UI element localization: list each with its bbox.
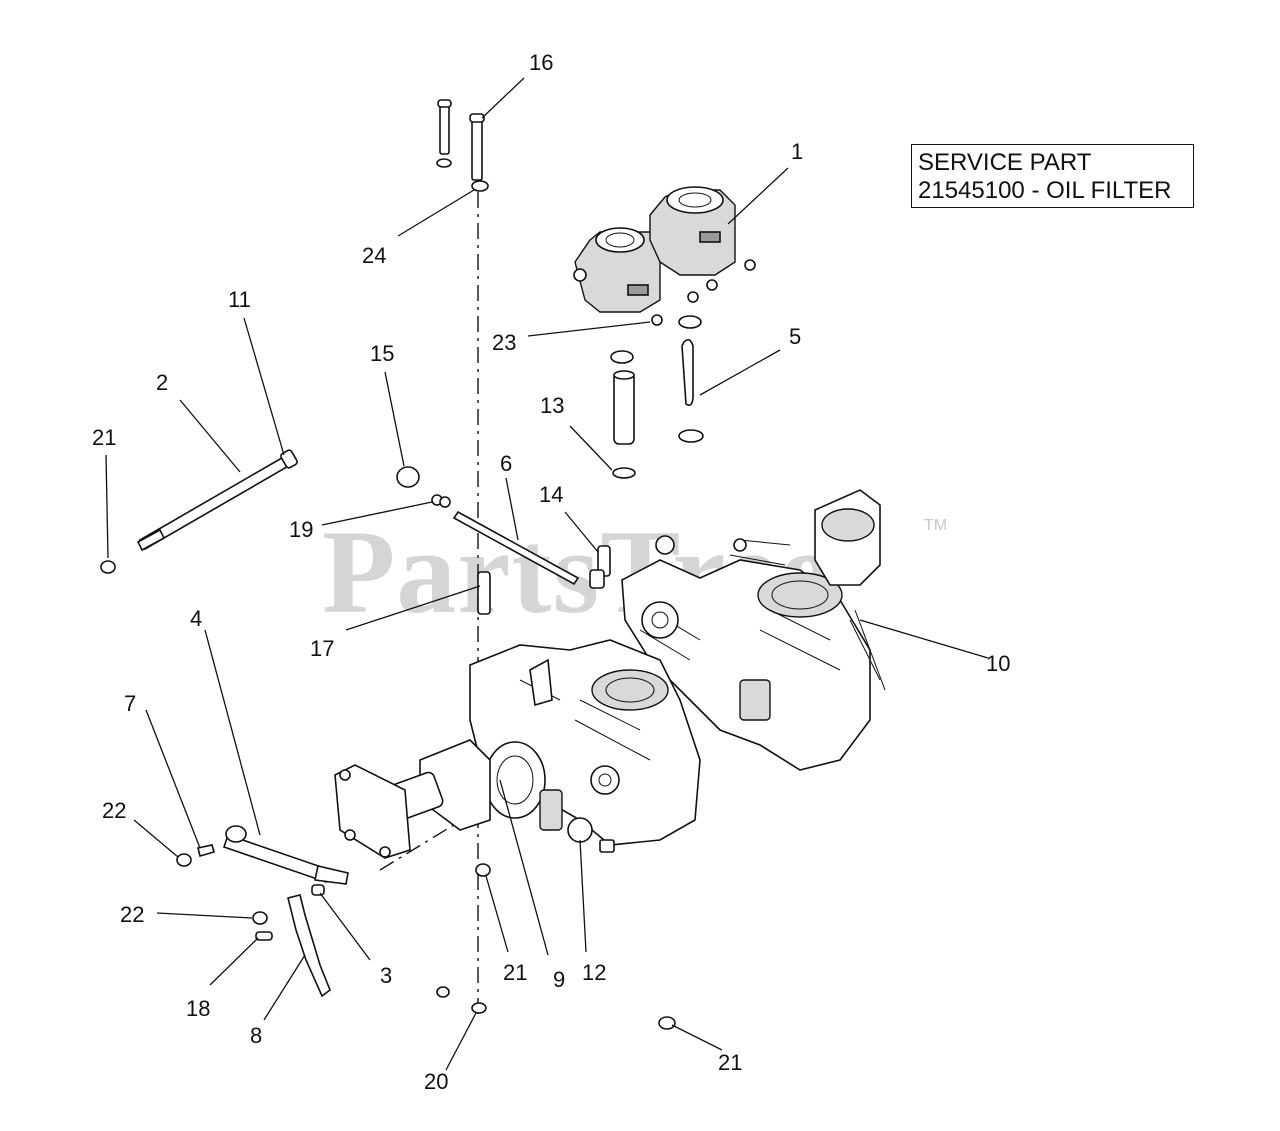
callout-17: 17	[310, 636, 334, 661]
pin-part-17	[477, 571, 491, 615]
service-part-note: SERVICE PART 21545100 - OIL FILTER	[911, 144, 1194, 208]
rod-part-6	[452, 510, 580, 586]
nut-part-22-upper	[176, 853, 192, 867]
bolt-part-18	[255, 931, 273, 941]
callout-labels: 16 1 24 23 5 13 11 2 21 15 6 14 19 17 10…	[92, 50, 1010, 1094]
callout-12: 12	[582, 960, 606, 985]
callout-21-right: 21	[718, 1050, 742, 1075]
small-fittings-near-filter	[651, 259, 756, 329]
nut-part-21-left	[100, 560, 116, 574]
pin-part-3	[311, 884, 325, 896]
callout-10: 10	[986, 651, 1010, 676]
washer-part-24	[471, 180, 489, 192]
hose-part-13	[613, 371, 635, 445]
cap-part-15	[396, 466, 420, 488]
washer-part-20	[471, 1002, 487, 1014]
callout-4: 4	[190, 606, 202, 631]
watermark-trademark: TM	[924, 517, 947, 534]
fitting-part-19	[431, 494, 451, 508]
callout-6: 6	[500, 451, 512, 476]
bolt-part-16	[469, 113, 485, 181]
callout-21-left: 21	[92, 425, 116, 450]
nut-part-21-right	[658, 1016, 676, 1030]
callout-3: 3	[380, 963, 392, 988]
callout-18: 18	[186, 996, 210, 1021]
callout-1: 1	[791, 139, 803, 164]
oil-filter-housing-part-1	[573, 186, 736, 313]
callout-7: 7	[124, 691, 136, 716]
callout-15: 15	[370, 341, 394, 366]
transmission-right-part-10	[621, 489, 886, 771]
callout-19: 19	[289, 517, 313, 542]
hose-clamp-part-13	[612, 467, 636, 479]
leader-lines	[105, 77, 989, 1071]
callout-21-center: 21	[503, 960, 527, 985]
fitting-part-23	[651, 314, 663, 326]
callout-23: 23	[492, 330, 516, 355]
service-part-number: 21545100 - OIL FILTER	[918, 177, 1172, 204]
callout-9: 9	[553, 967, 565, 992]
callout-22-lower: 22	[120, 902, 144, 927]
callout-20: 20	[424, 1069, 448, 1094]
callout-5: 5	[789, 324, 801, 349]
callout-24: 24	[362, 243, 386, 268]
callout-8: 8	[250, 1023, 262, 1048]
callout-22-upper: 22	[102, 798, 126, 823]
bolt-left-top	[436, 99, 452, 168]
callout-14: 14	[539, 482, 563, 507]
valve-part-14	[589, 545, 611, 589]
tube-part-5	[681, 338, 694, 406]
clamp-part-5-lower	[678, 429, 704, 443]
callout-2: 2	[156, 370, 168, 395]
link-plate-part-8	[287, 894, 331, 998]
nut-lower-center	[436, 986, 450, 998]
service-part-title: SERVICE PART	[918, 149, 1092, 176]
pin-part-7	[197, 844, 215, 857]
transmission-left-part-12	[469, 639, 701, 853]
clamp-upper	[610, 350, 634, 364]
callout-11: 11	[228, 287, 251, 312]
callout-16: 16	[529, 50, 553, 75]
cylinder-part-4	[222, 825, 349, 885]
nut-part-22-lower	[252, 911, 268, 925]
nut-part-21-center	[475, 863, 491, 877]
axle-housing-left	[334, 739, 491, 859]
shaft-part-2	[136, 449, 298, 552]
callout-13: 13	[540, 393, 564, 418]
